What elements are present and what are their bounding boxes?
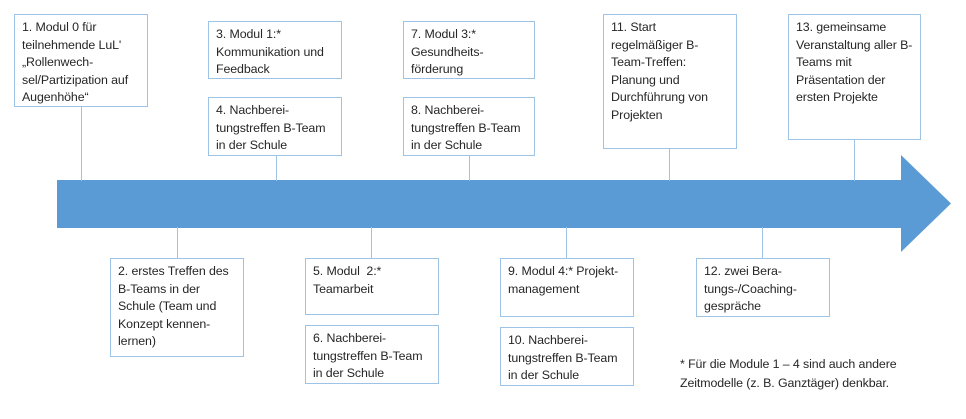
- node-box-1[interactable]: 1. Modul 0 für teilnehmende LuL' „Rollen…: [14, 14, 148, 107]
- connector-node-13: [854, 140, 855, 181]
- timeline-arrow-head: [901, 155, 951, 252]
- node-box-11[interactable]: 11. Start regelmäßiger B-Team-Treffen: P…: [603, 14, 737, 149]
- connector-node-5: [371, 227, 372, 258]
- node-box-7[interactable]: 7. Modul 3:* Gesundheits-förderung: [403, 21, 535, 79]
- connector-node-4: [276, 156, 277, 181]
- connector-node-1: [81, 107, 82, 181]
- node-box-4[interactable]: 4. Nachberei-tungstreffen B-Team in der …: [208, 97, 342, 156]
- connector-node-8: [469, 156, 470, 181]
- node-box-13[interactable]: 13. gemeinsame Veranstaltung aller B-Tea…: [788, 14, 921, 140]
- node-box-6[interactable]: 6. Nachberei-tungstreffen B-Team in der …: [305, 325, 439, 384]
- node-box-2[interactable]: 2. erstes Treffen des B-Teams in der Sch…: [110, 258, 244, 357]
- node-box-5[interactable]: 5. Modul 2:* Teamarbeit: [305, 258, 439, 315]
- connector-node-9: [566, 227, 567, 258]
- node-box-12[interactable]: 12. zwei Bera-tungs-/Coaching-gespräche: [696, 258, 830, 317]
- node-box-3[interactable]: 3. Modul 1:* Kommunikation und Feedback: [208, 21, 342, 79]
- node-box-10[interactable]: 10. Nachberei-tungstreffen B-Team in der…: [500, 327, 634, 386]
- node-box-9[interactable]: 9. Modul 4:* Projekt-management: [500, 258, 634, 317]
- connector-node-11: [669, 149, 670, 181]
- node-box-8[interactable]: 8. Nachberei-tungstreffen B-Team in der …: [403, 97, 535, 156]
- timeline-arrow-body: [57, 180, 903, 228]
- connector-node-12: [762, 227, 763, 258]
- footnote-text: * Für die Module 1 – 4 sind auch andere …: [680, 357, 897, 390]
- connector-node-2: [177, 227, 178, 258]
